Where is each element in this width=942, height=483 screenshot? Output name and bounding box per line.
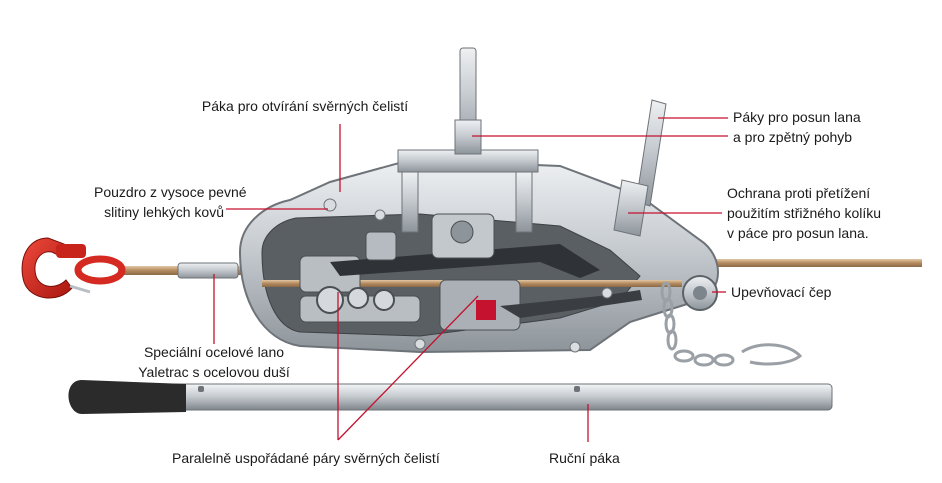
- rope-right: [700, 259, 922, 267]
- forward-reverse-lever: [613, 99, 667, 237]
- label-line: Upevňovací čep: [731, 284, 832, 300]
- label-housing: Pouzdro z vysoce pevné slitiny lehkých k…: [94, 182, 247, 222]
- label-line: slitiny lehkých kovů: [104, 204, 224, 220]
- label-jaw-release-lever: Páka pro otvírání svěrných čelistí: [186, 96, 424, 116]
- label-special-rope: Speciální ocelové lano Yaletrac s ocelov…: [94, 342, 334, 382]
- label-line: Ochrana proti přetížení: [727, 185, 871, 201]
- label-line: a pro zpětný pohyb: [733, 129, 853, 145]
- release-lever: [454, 47, 482, 155]
- label-hand-lever: Ruční páka: [549, 448, 620, 468]
- label-overload-protection: Ochrana proti přetížení použitím střižné…: [727, 183, 881, 243]
- label-line: v páce pro posun lana.: [727, 225, 869, 241]
- label-line: Yaletrac s ocelovou duší: [138, 364, 290, 380]
- winch-body: [238, 149, 719, 354]
- leader-jaw-pair-2: [337, 295, 479, 441]
- leader-lines: [213, 117, 728, 442]
- label-line: Ruční páka: [549, 450, 620, 466]
- label-line: Speciální ocelové lano: [143, 344, 285, 360]
- label-line: Pouzdro z vysoce pevné: [94, 184, 247, 200]
- label-line: Páky pro posun lana: [733, 109, 861, 125]
- rope-sleeve: [177, 262, 239, 279]
- hook-icon: [21, 237, 126, 299]
- label-line: Páka pro otvírání svěrných čelistí: [201, 98, 409, 114]
- telescopic-handle: [68, 380, 833, 414]
- label-line: Paralelně uspořádané páry svěrných čelis…: [172, 450, 440, 466]
- label-anchor-pin: Upevňovací čep: [731, 282, 831, 302]
- chain-icon: [660, 281, 803, 367]
- label-jaw-pairs: Paralelně uspořádané páry svěrných čelis…: [172, 448, 440, 468]
- label-forward-reverse-levers: Páky pro posun lana a pro zpětný pohyb: [733, 107, 861, 147]
- label-line: použitím střižného kolíku: [727, 205, 882, 221]
